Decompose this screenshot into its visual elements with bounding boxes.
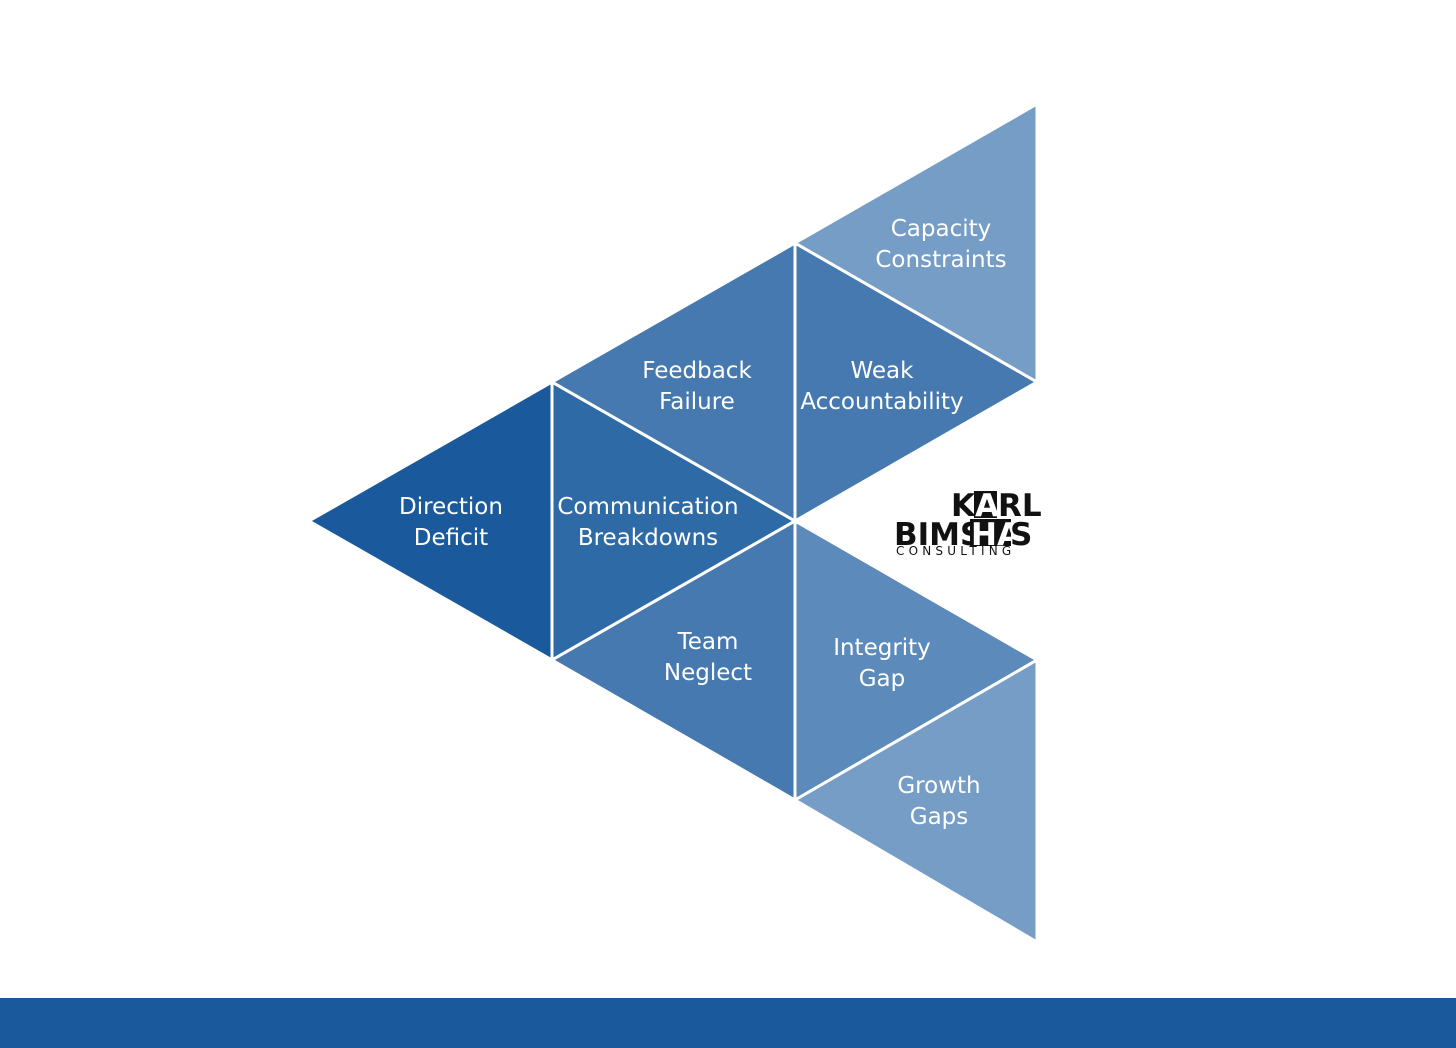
label-line: Failure (659, 389, 735, 415)
label-line: Feedback (642, 358, 752, 384)
label-line: Weak (851, 358, 915, 384)
label-line: Accountability (800, 389, 963, 415)
logo-letter-a: A (975, 488, 999, 524)
label-line: Constraints (875, 247, 1006, 273)
label-line: Capacity (891, 216, 992, 242)
label-line: Communication (557, 494, 738, 520)
label-line: Integrity (833, 635, 931, 661)
label-line: Direction (399, 494, 503, 520)
label-line: Breakdowns (578, 525, 718, 551)
label-line: Deficit (414, 525, 488, 551)
label-line: Growth (897, 773, 980, 799)
logo-letter-k: K (951, 488, 976, 524)
triangle-growth-gaps (792, 657, 1039, 945)
logo-letters-bims: BIMS (894, 517, 982, 553)
logo-box-a (974, 491, 997, 518)
logo-tagline: CONSULTING (896, 544, 1015, 558)
label-line: Gaps (910, 804, 969, 830)
triangle-group (305, 101, 1041, 945)
logo-letters-rl: RL (998, 488, 1042, 524)
logo-letters-ha: HA (971, 517, 1021, 553)
label-line: Neglect (664, 660, 752, 686)
logo-letter-s: S (1010, 517, 1032, 553)
logo-box-ha (970, 519, 1011, 546)
triangle-direction-deficit (305, 379, 554, 663)
karl-bimshas-logo: K A RL BIMS HA S CONSULTING (894, 488, 1042, 558)
label-line: Gap (859, 666, 906, 692)
triangle-capacity-constraints (791, 101, 1039, 385)
footer-band (0, 998, 1456, 1048)
label-line: Team (677, 629, 739, 655)
